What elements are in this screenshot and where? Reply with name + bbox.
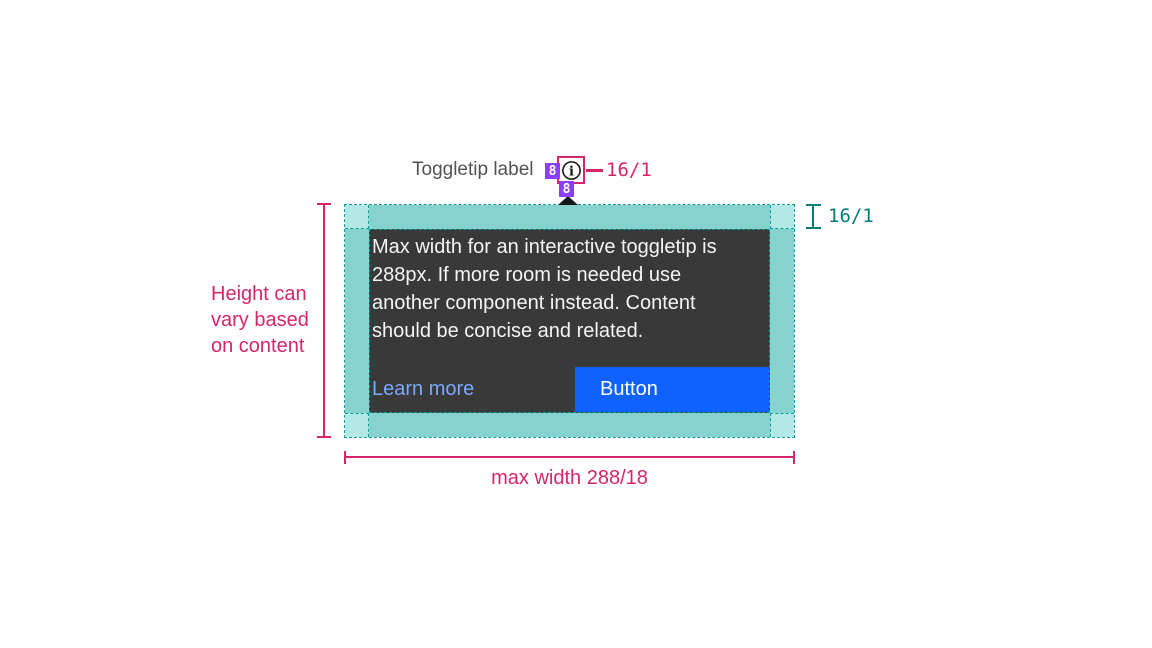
toggletip-footer: Learn more Button [370, 367, 769, 412]
size-annotation-dash [586, 169, 603, 172]
padding-strip-top [369, 205, 770, 229]
learn-more-link[interactable]: Learn more [372, 378, 475, 400]
information-icon-button[interactable]: i [561, 160, 582, 181]
measure-cap-bottom [317, 436, 331, 438]
tooltip-caret [558, 196, 578, 205]
padding-corner-bottom-left [345, 413, 369, 437]
spacing-badge-below: 8 [559, 181, 574, 197]
max-width-measure-line [344, 451, 795, 464]
padding-strip-left [345, 229, 369, 413]
spacing-badge-left: 8 [545, 163, 560, 179]
icon-size-label: 16/1 [606, 159, 652, 181]
icon-size-annotation-box: i [557, 156, 585, 184]
measure-cap-right [793, 451, 795, 464]
padding-corner-bottom-right [770, 413, 794, 437]
padding-corner-top-right [770, 205, 794, 229]
height-annotation-label: Height can vary based on content [211, 283, 309, 357]
padding-corner-top-left [345, 205, 369, 229]
padding-strip-bottom [369, 413, 770, 437]
top-padding-annotation-label: 16/1 [828, 205, 874, 227]
svg-text:i: i [569, 164, 574, 179]
top-padding-measure-line [806, 204, 821, 229]
toggletip-body: Max width for an interactive toggletip i… [369, 229, 770, 413]
toggletip-spacing-overlay: Max width for an interactive toggletip i… [344, 204, 795, 438]
measure-cap-bottom [806, 227, 821, 229]
toggletip-body-text: Max width for an interactive toggletip i… [372, 236, 717, 342]
toggletip-label: Toggletip label [412, 159, 534, 180]
information-icon: i [561, 160, 581, 180]
max-width-annotation-label: max width 288/18 [491, 467, 648, 489]
height-measure-line [317, 203, 331, 438]
measure-line-vertical [323, 203, 325, 438]
primary-button[interactable]: Button [575, 367, 769, 412]
measure-line-horizontal [344, 456, 795, 458]
measure-line-vertical [812, 204, 814, 229]
padding-strip-right [770, 229, 794, 413]
